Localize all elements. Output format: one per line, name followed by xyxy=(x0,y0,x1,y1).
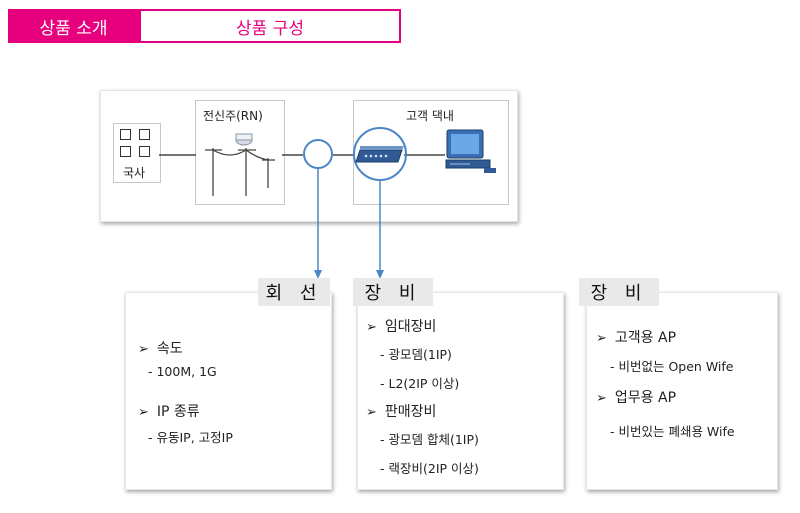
list-subitem: - 광모뎀(1IP) xyxy=(380,347,452,362)
connector-line-to-line-card xyxy=(314,168,322,279)
pole-label: 전신주(RN) xyxy=(203,109,263,123)
list-subitem: - 광모뎀 합체(1IP) xyxy=(380,432,479,447)
list-subitem: - 비번없는 Open Wife xyxy=(610,359,734,374)
premises-label: 고객 댁내 xyxy=(406,109,454,123)
ap-card-title: 장 비 xyxy=(579,278,659,306)
arrowhead-bullet-icon: ➢ xyxy=(138,342,149,357)
office-label: 국사 xyxy=(123,166,146,180)
list-item: ➢업무용 AP xyxy=(596,390,677,406)
arrowhead-bullet-icon: ➢ xyxy=(596,391,607,406)
equipment-card xyxy=(357,292,564,490)
list-subitem: - 100M, 1G xyxy=(148,364,217,379)
list-item: ➢IP 종류 xyxy=(138,404,200,420)
tab-product-config[interactable]: 상품 구성 xyxy=(139,9,401,43)
arrowhead-bullet-icon: ➢ xyxy=(366,320,377,335)
computer-icon xyxy=(445,129,496,173)
list-subitem: - 비번있는 폐쇄용 Wife xyxy=(610,424,735,439)
equipment-card-body: ➢임대장비 - 광모뎀(1IP) - L2(2IP 이상) ➢판매장비 - 광모… xyxy=(366,316,479,477)
line-card xyxy=(125,292,332,490)
modem-icon xyxy=(355,146,404,163)
arrowhead-bullet-icon: ➢ xyxy=(138,405,149,420)
building-icon xyxy=(114,124,160,164)
ap-card xyxy=(586,292,778,490)
list-item: ➢고객용 AP xyxy=(596,330,677,346)
arrowhead-bullet-icon: ➢ xyxy=(596,331,607,346)
list-subitem: - 랙장비(2IP 이상) xyxy=(380,461,479,476)
line-card-title: 회 선 xyxy=(258,278,330,306)
list-item: ➢임대장비 xyxy=(366,319,437,335)
ap-card-body: ➢고객용 AP - 비번없는 Open Wife ➢업무용 AP - 비번있는 … xyxy=(596,327,735,440)
line-card-body: ➢속도 - 100M, 1G ➢IP 종류 - 유동IP, 고정IP xyxy=(138,338,233,446)
list-item: ➢판매장비 xyxy=(366,404,437,420)
connector-line-to-equipment-card xyxy=(376,180,384,279)
list-subitem: - 유동IP, 고정IP xyxy=(148,430,233,445)
arrowhead-bullet-icon: ➢ xyxy=(366,405,377,420)
office-box: 국사 xyxy=(113,123,161,183)
utility-pole-icon xyxy=(205,148,275,196)
fiber-line-highlight xyxy=(303,139,333,169)
tab-product-intro[interactable]: 상품 소개 xyxy=(8,9,139,43)
equipment-card-title: 장 비 xyxy=(353,278,433,306)
list-subitem: - L2(2IP 이상) xyxy=(380,376,460,391)
list-item: ➢속도 xyxy=(138,341,183,357)
